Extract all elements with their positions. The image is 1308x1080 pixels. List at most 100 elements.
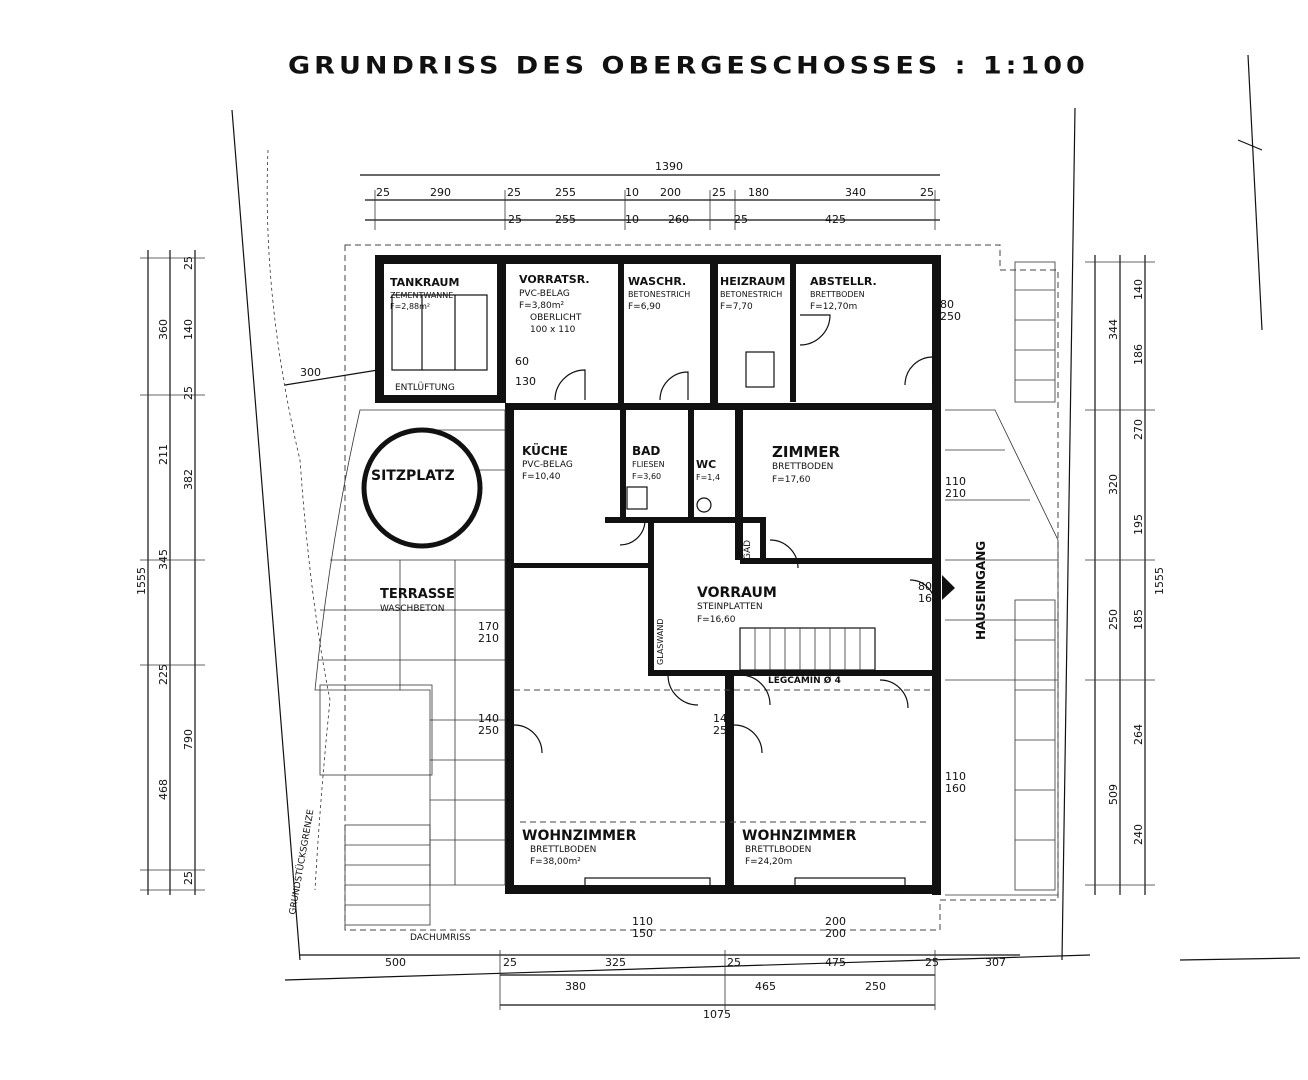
bad-name: BAD <box>632 444 660 458</box>
garderobe-label: GAD <box>743 540 753 560</box>
dim-bottom-1-4: 475 <box>825 956 846 969</box>
tankraum-detail: ZEMENTWANNE <box>390 291 453 300</box>
dim-opening-3: 250 <box>940 310 961 323</box>
dim-top-1-8: 340 <box>845 186 866 199</box>
dim-top-1-0: 25 <box>376 186 390 199</box>
dim-right-3: 186 <box>1132 344 1145 365</box>
zimmer-detail: BRETTBODEN <box>772 462 833 472</box>
dim-opening-6: 140 <box>713 712 734 725</box>
wc-name: WC <box>696 458 716 471</box>
dim-left-overall: 1555 <box>135 567 148 595</box>
zimmer-name: ZIMMER <box>772 443 841 461</box>
vorratsraum-area: F=3,80m² <box>519 301 565 311</box>
dim-left-7: 25 <box>182 871 195 885</box>
dim-opening-10: 110 <box>945 475 966 488</box>
dim-left2-1: 382 <box>182 469 195 490</box>
vorraum-area: F=16,60 <box>697 615 736 625</box>
roof-outline <box>344 244 1059 931</box>
dim-opening-14: 110 <box>632 915 653 928</box>
dim-bottom-2-0: 380 <box>565 980 586 993</box>
dim-bottom-1-1: 25 <box>503 956 517 969</box>
dim-opening-16: 200 <box>825 915 846 928</box>
dim-opening-4: 140 <box>478 712 499 725</box>
terrasse-detail: WASCHBETON <box>380 604 445 614</box>
wohnzimmer1-area: F=38,00m² <box>530 857 581 867</box>
dim-top-1-2: 25 <box>507 186 521 199</box>
dim-bottom-overall: 1075 <box>703 1008 731 1021</box>
dim-top-1-3: 255 <box>555 186 576 199</box>
vorraum-detail: STEINPLATTEN <box>697 602 763 612</box>
dim-opening-9: 160 <box>945 782 966 795</box>
kueche-area: F=10,40 <box>522 472 561 482</box>
dim-opening-17: 200 <box>825 927 846 940</box>
dim-opening-7: 250 <box>713 724 734 737</box>
dimension-lines <box>140 174 1155 1010</box>
dim-right-6: 320 <box>1107 474 1120 495</box>
dimension-texts: 1390 25 290 25 255 10 200 25 180 340 25 … <box>135 160 1166 1021</box>
sitzplatz-circle <box>361 427 483 549</box>
fixtures <box>391 294 930 889</box>
dim-bottom-1-2: 325 <box>605 956 626 969</box>
kueche-name: KÜCHE <box>522 443 568 458</box>
vorratsraum-name: VORRATSR. <box>519 273 590 286</box>
wohnzimmer1-name: WOHNZIMMER <box>522 828 637 844</box>
dim-left2-0: 140 <box>182 319 195 340</box>
abstellraum-area: F=12,70m <box>810 302 857 312</box>
dim-top-overall: 1390 <box>655 160 683 173</box>
tankraum-name: TANKRAUM <box>390 276 459 289</box>
grundstuecksgrenze-label: GRUNDSTÜCKSGRENZE <box>287 808 316 915</box>
dim-opening-1: 130 <box>515 375 536 388</box>
dim-opening-18: 80 <box>918 580 932 593</box>
dim-opening-11: 210 <box>945 487 966 500</box>
wc-area: F=1,4 <box>696 473 720 482</box>
dim-bottom-1-0: 500 <box>385 956 406 969</box>
vorraum-name: VORRAUM <box>697 585 777 601</box>
glaswand-label: GLASWAND <box>656 619 665 665</box>
vorratsraum-extra2: 100 x 110 <box>530 325 576 335</box>
vorratsraum-extra1: OBERLICHT <box>530 313 582 323</box>
dim-right-7: 195 <box>1132 514 1145 535</box>
dim-bottom-1-6: 307 <box>985 956 1006 969</box>
dim-top-1-5: 200 <box>660 186 681 199</box>
dim-top-2-1: 255 <box>555 213 576 226</box>
legcamin-label: LEGCAMIN Ø 4 <box>768 675 841 686</box>
wohnzimmer2-detail: BRETTLBODEN <box>745 845 811 855</box>
dim-left-4: 345 <box>157 549 170 570</box>
dim-opening-19: 160 <box>918 592 939 605</box>
dim-right-13: 509 <box>1107 784 1120 805</box>
heizraum-name: HEIZRAUM <box>720 275 785 288</box>
dim-right-12: 264 <box>1132 724 1145 745</box>
dim-opening-5: 250 <box>478 724 499 737</box>
heizraum-area: F=7,70 <box>720 302 753 312</box>
entlueftung-label: ENTLÜFTUNG <box>395 382 455 393</box>
vorratsraum-detail: PVC-BELAG <box>519 289 570 299</box>
sitzplatz-label: SITZPLATZ <box>371 468 455 484</box>
dim-right-5: 270 <box>1132 419 1145 440</box>
waschraum-area: F=6,90 <box>628 302 661 312</box>
dim-top-1-9: 25 <box>920 186 934 199</box>
abstellraum-name: ABSTELLR. <box>810 275 877 288</box>
dim-right-14: 240 <box>1132 824 1145 845</box>
bad-area: F=3,60 <box>632 472 661 481</box>
dim-left-5: 225 <box>157 664 170 685</box>
plan-title: GRUNDRISS DES OBERGESCHOSSES : 1:100 <box>288 52 1089 80</box>
room-labels: TANKRAUM ZEMENTWANNE F=2,88m² ENTLÜFTUNG… <box>287 273 988 943</box>
dim-right-9: 250 <box>1107 609 1120 630</box>
dim-left-6: 468 <box>157 779 170 800</box>
dim-top-1-4: 10 <box>625 186 639 199</box>
dim-bottom-1-3: 25 <box>727 956 741 969</box>
dim-top-2-4: 25 <box>734 213 748 226</box>
entrance-arrow-icon <box>942 575 955 600</box>
dim-top-2-3: 260 <box>668 213 689 226</box>
dim-left-3: 211 <box>157 444 170 465</box>
dim-callout-300: 300 <box>300 366 321 379</box>
dim-left-1: 360 <box>157 319 170 340</box>
dim-left2-2: 790 <box>182 729 195 750</box>
dim-top-1-6: 25 <box>712 186 726 199</box>
dim-right-2: 344 <box>1107 319 1120 340</box>
waschraum-name: WASCHR. <box>628 275 686 288</box>
terrasse-name: TERRASSE <box>380 587 455 602</box>
dim-top-1-1: 290 <box>430 186 451 199</box>
dim-right-10: 185 <box>1132 609 1145 630</box>
